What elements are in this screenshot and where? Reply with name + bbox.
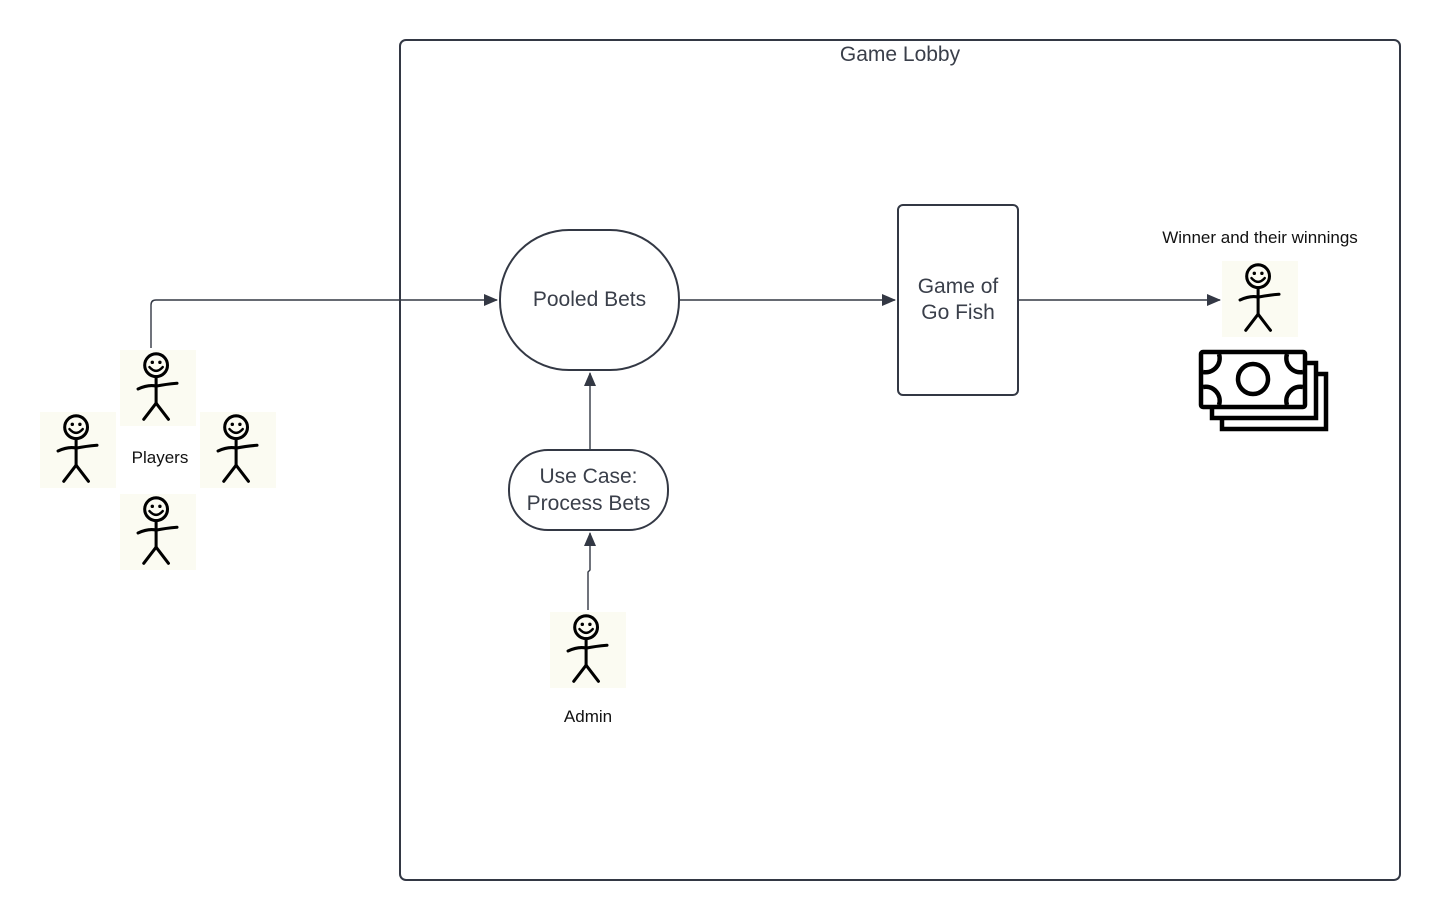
connector-admin-to-process [584, 532, 596, 610]
admin-label: Admin [563, 707, 613, 726]
money-stack-icon [1198, 349, 1329, 432]
process-bets-label-line1: Use Case: [539, 465, 638, 488]
go-fish-game-node[interactable]: Game of Go Fish [897, 204, 1019, 396]
game-lobby-boundary [399, 39, 1401, 881]
player-left-stick-figure-icon [40, 410, 116, 490]
pooled-bets-label: Pooled Bets [532, 288, 647, 311]
player-top-stick-figure-icon [120, 350, 196, 426]
players-label: Players [131, 448, 189, 467]
winner-stick-figure-icon [1222, 260, 1298, 338]
process-bets-use-case-node[interactable]: Use Case: Process Bets [508, 449, 669, 531]
go-fish-label-line1: Game of [917, 275, 999, 298]
process-bets-label-line2: Process Bets [526, 492, 651, 515]
admin-stick-figure-icon [550, 610, 626, 690]
player-bottom-stick-figure-icon [120, 492, 196, 572]
player-right-stick-figure-icon [200, 410, 276, 490]
go-fish-label-line2: Go Fish [921, 301, 995, 324]
winner-label: Winner and their winnings [1162, 228, 1358, 247]
connector-players-to-pooled [150, 294, 498, 348]
pooled-bets-node[interactable]: Pooled Bets [499, 229, 680, 371]
game-lobby-title: Game Lobby [839, 43, 961, 66]
